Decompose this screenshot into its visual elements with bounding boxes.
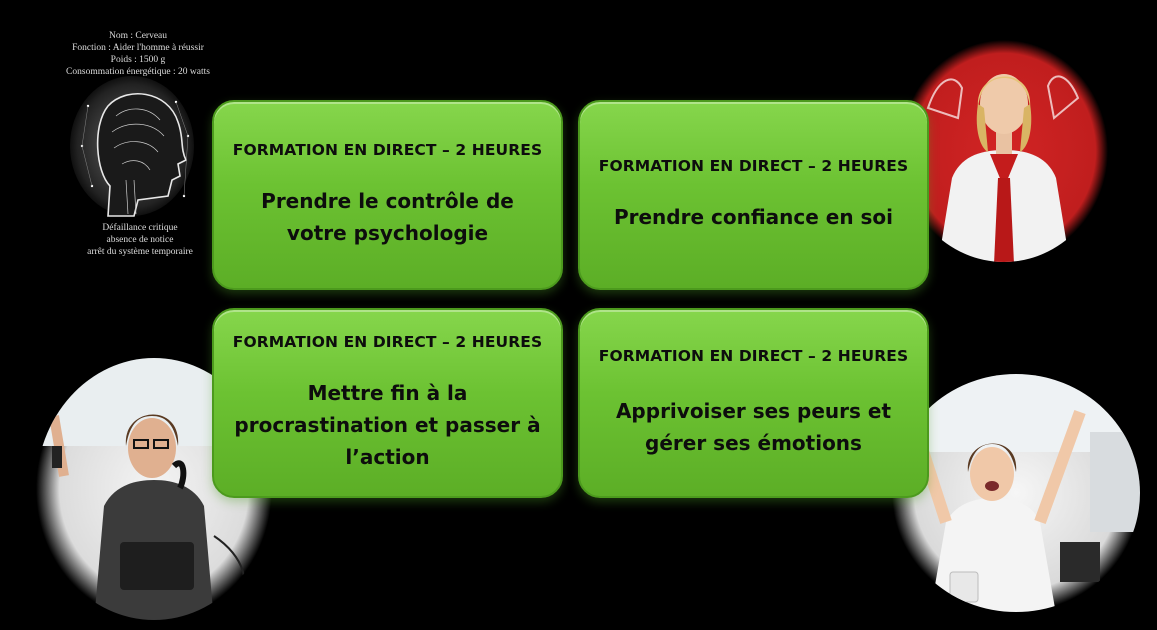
brain-head-image [70,76,194,217]
brain-line: arrêt du système temporaire [87,247,193,257]
brain-warning: Défaillance critique absence de notice a… [80,222,200,258]
formation-card-emotions[interactable]: FORMATION EN DIRECT – 2 HEURES Apprivois… [578,308,929,498]
card-subtitle: FORMATION EN DIRECT – 2 HEURES [598,157,909,175]
formation-card-psychology[interactable]: FORMATION EN DIRECT – 2 HEURES Prendre l… [212,100,563,290]
card-title: Prendre confiance en soi [613,205,894,229]
formation-card-confidence[interactable]: FORMATION EN DIRECT – 2 HEURES Prendre c… [578,100,929,290]
brain-line: Défaillance critique [102,223,178,233]
card-subtitle: FORMATION EN DIRECT – 2 HEURES [598,347,909,365]
card-title: Mettre fin à la procrastination et passe… [234,381,541,469]
brain-line: Poids : 1500 g [110,55,166,65]
brain-line: absence de notice [106,235,174,245]
brain-description: Nom : Cerveau Fonction : Aider l'homme à… [60,30,216,78]
brain-line: Nom : Cerveau [108,31,168,41]
brain-line: Consommation énergétique : 20 watts [66,67,210,77]
card-title: Prendre le contrôle de votre psychologie [261,189,514,245]
brain-line: Fonction : Aider l'homme à réussir [72,43,204,53]
card-subtitle: FORMATION EN DIRECT – 2 HEURES [232,333,543,351]
formation-card-procrastination[interactable]: FORMATION EN DIRECT – 2 HEURES Mettre fi… [212,308,563,498]
card-title: Apprivoiser ses peurs et gérer ses émoti… [615,399,892,455]
confident-woman-photo [900,40,1108,262]
card-subtitle: FORMATION EN DIRECT – 2 HEURES [232,141,543,159]
